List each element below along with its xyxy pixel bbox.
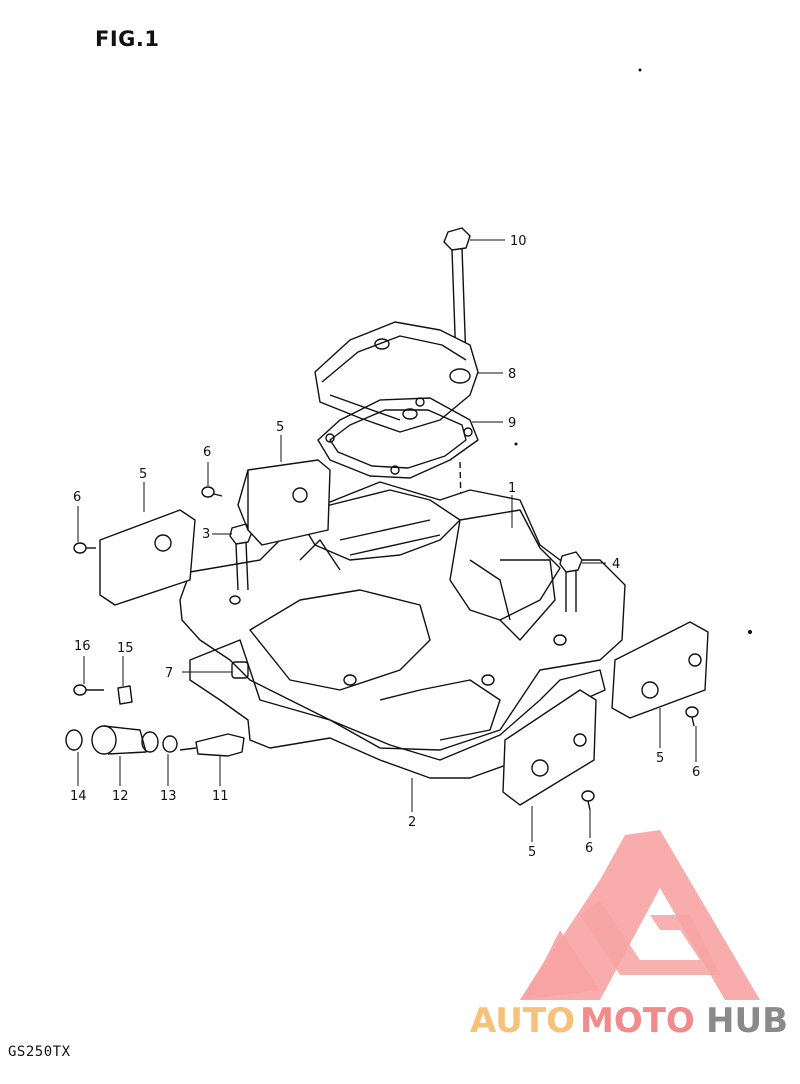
callout-1: 1 (508, 481, 516, 496)
watermark-triangle-inner (520, 930, 600, 1000)
callout-6-right: 6 (692, 765, 700, 780)
part-14 (65, 729, 83, 751)
callout-14: 14 (70, 789, 87, 804)
callout-7: 7 (165, 666, 173, 681)
watermark-auto: AUTO (470, 1001, 575, 1041)
stray-dot (638, 68, 642, 72)
side-cover-5-upper (237, 459, 331, 546)
bolt-4 (559, 551, 583, 612)
part-15 (117, 685, 133, 705)
callout-6-lower: 6 (585, 841, 593, 856)
callout-3: 3 (202, 527, 210, 542)
side-cover-5-lower (502, 689, 597, 806)
watermark-moto: MOTO (580, 1001, 695, 1041)
watermark-triangle-outer (520, 830, 760, 1000)
callout-4: 4 (612, 557, 620, 572)
screw-16 (73, 684, 104, 696)
screw-6-d (581, 790, 595, 811)
part-7 (231, 661, 249, 679)
watermark-g-shape (580, 900, 720, 975)
callout-13: 13 (160, 789, 177, 804)
model-code: GS250TX (8, 1044, 71, 1060)
figure-title: FIG.1 (95, 27, 160, 51)
screw-6-b (201, 486, 223, 498)
side-cover-5-right (611, 621, 709, 719)
callout-5-left: 5 (139, 467, 147, 482)
stray-dot (514, 442, 518, 446)
callout-6-upper: 6 (203, 445, 211, 460)
callout-11: 11 (212, 789, 229, 804)
watermark-logo (520, 830, 760, 1000)
o-ring-13 (162, 735, 178, 753)
callout-15: 15 (117, 641, 134, 656)
part-11 (179, 733, 245, 757)
leader-lines (77, 239, 697, 842)
cap-gasket-9 (317, 397, 479, 479)
screw-6-a (73, 542, 96, 554)
callout-10: 10 (510, 234, 527, 249)
watermark-hub: HUB (706, 1001, 788, 1041)
callout-12: 12 (112, 789, 129, 804)
callout-5-lower: 5 (528, 845, 536, 860)
cam-cap-8 (314, 321, 479, 433)
callout-5-right: 5 (656, 751, 664, 766)
part-12 (91, 725, 159, 755)
callout-16: 16 (74, 639, 91, 654)
callout-6-left: 6 (73, 490, 81, 505)
callout-5-upper: 5 (276, 420, 284, 435)
callout-8: 8 (508, 367, 516, 382)
cylinder-head-cover-1 (179, 481, 626, 751)
stray-dot (748, 630, 752, 634)
watermark-text: AUTO MOTO HUB (470, 1001, 788, 1041)
callout-2: 2 (408, 815, 416, 830)
callout-9: 9 (508, 416, 516, 431)
screw-6-c (685, 706, 699, 727)
callout-labels: 10 8 9 1 4 5 6 5 6 3 16 15 7 14 12 13 11… (70, 234, 700, 860)
side-cover-5-left (99, 509, 196, 606)
